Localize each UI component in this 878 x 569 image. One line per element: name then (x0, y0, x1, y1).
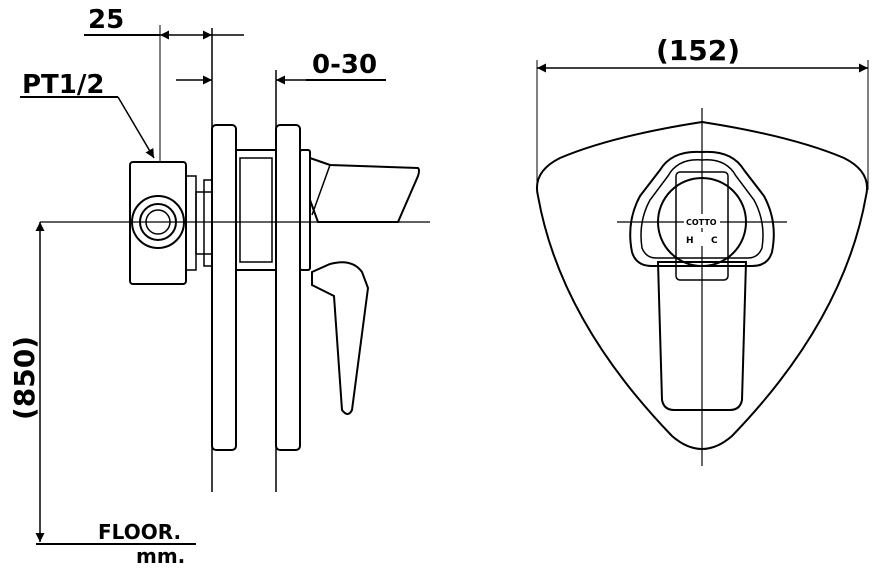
unit-label: mm. (136, 544, 185, 568)
rear-plate (211, 124, 237, 451)
lever-handle-side (309, 156, 420, 415)
dim-25: 25 (84, 5, 244, 162)
floor-marker: FLOOR. mm. (36, 520, 196, 568)
lever-handle-front (656, 261, 748, 411)
dim-850: (850) (8, 222, 45, 542)
front-view: (152) COTTO H C (536, 34, 869, 466)
cold-label: C (711, 236, 718, 246)
brand-logo: COTTO (686, 218, 717, 227)
height-label: (850) (8, 336, 41, 420)
dim-offset-label: 0-30 (312, 50, 377, 80)
dim-0-30: 0-30 (176, 50, 386, 85)
valve-body (129, 161, 213, 285)
dim-152: (152) (536, 34, 869, 190)
brand-bg (684, 214, 720, 228)
side-view: 25 0-30 PT1/2 (8, 5, 430, 568)
width-label: (152) (656, 34, 740, 67)
thread-callout: PT1/2 (20, 70, 155, 159)
floor-label: FLOOR. (98, 520, 181, 544)
cartridge (235, 149, 311, 271)
thread-label: PT1/2 (22, 70, 104, 100)
front-plate (275, 124, 301, 451)
dim-top-label: 25 (88, 5, 124, 35)
hc-bg (682, 232, 722, 246)
hot-label: H (686, 236, 694, 246)
